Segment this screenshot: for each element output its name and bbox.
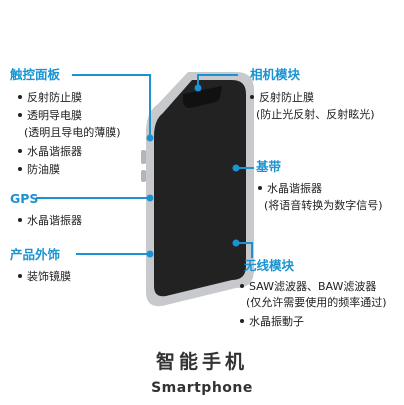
leader-camera [197,74,238,86]
touch-panel-item-text: 反射防止膜 [27,91,82,104]
wireless-item-text: SAW滤波器、BAW滤波器 [249,280,377,293]
touch-panel-item: 反射防止膜 [18,91,82,105]
dot-touch-panel [146,134,154,142]
dot-baseband [232,164,240,172]
bullet-icon [240,319,244,323]
wireless-title: 无线模块 [244,258,295,273]
touch-panel-item-text: 透明导电膜 [27,109,82,122]
gps-item-text: 水晶谐振器 [27,214,82,227]
baseband-item-text: 水晶谐振器 [267,182,322,195]
exterior-item-text: 装饰镜膜 [27,270,71,283]
exterior-title: 产品外饰 [10,247,61,262]
phone-screen [154,80,246,297]
dot-exterior [146,250,154,258]
baseband-item: 水晶谐振器 [258,182,322,196]
camera-item-text: 反射防止膜 [259,91,314,104]
bullet-icon [18,149,22,153]
touch-panel-note: (透明且导电的薄膜) [24,126,121,139]
diagram-subtitle: Smartphone [151,380,253,396]
gps-item: 水晶谐振器 [18,214,82,228]
side-button [141,150,146,164]
touch-panel-title: 触控面板 [10,67,61,82]
touch-panel-item-text: 水晶谐振器 [27,145,82,158]
camera-item: 反射防止膜 [250,91,314,105]
baseband-title: 基带 [256,159,282,174]
bullet-icon [250,95,254,99]
leader-touch-panel [72,74,151,138]
exterior-item: 装饰镜膜 [18,270,71,284]
connector-dots [146,84,240,258]
side-button [141,170,146,182]
bullet-icon [18,274,22,278]
wireless-item: SAW滤波器、BAW滤波器 [240,280,376,294]
dot-gps [146,194,154,202]
baseband-note: (将语音转换为数字信号) [264,199,383,212]
bullet-icon [258,186,262,190]
touch-panel-item-text: 防油膜 [27,163,60,176]
touch-panel-item: 水晶谐振器 [18,145,82,159]
bullet-icon [18,167,22,171]
bullet-icon [18,113,22,117]
wireless-item: 水晶振動子 [240,315,304,329]
camera-title: 相机模块 [250,67,301,82]
bullet-icon [240,284,244,288]
bullet-icon [18,95,22,99]
wireless-item-text: 水晶振動子 [249,315,304,328]
camera-note: (防止光反射、反射眩光) [256,108,375,121]
touch-panel-item: 透明导电膜 [18,109,82,123]
leader-wireless [236,242,253,258]
gps-title: GPS [10,191,39,206]
diagram-title: 智能手机 [155,351,248,373]
dot-wireless [232,239,240,247]
touch-panel-item: 防油膜 [18,163,60,177]
phone [141,72,254,307]
wireless-note: (仅允许需要使用的频率通过) [246,296,387,309]
bullet-icon [18,218,22,222]
dot-camera [194,84,202,92]
camera-notch [183,86,222,108]
